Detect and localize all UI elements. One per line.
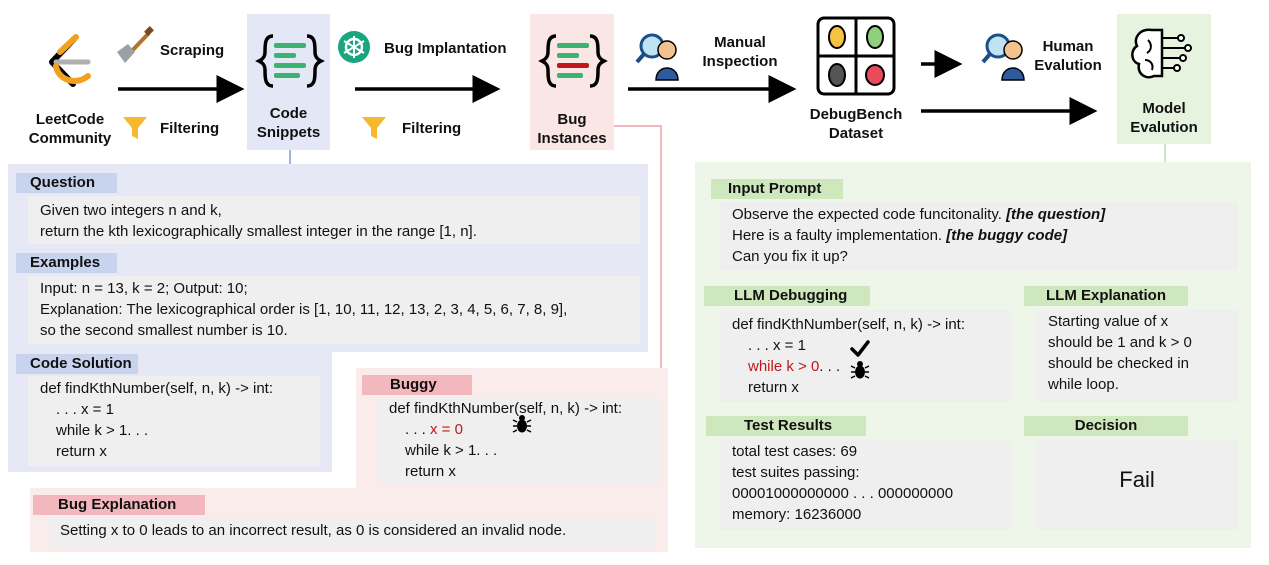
question-line: return the kth lexicographically smalles… — [40, 223, 477, 240]
explanation-line: while loop. — [1048, 376, 1119, 393]
manual-inspection-label: Manual Inspection — [702, 34, 778, 70]
code-solution-box: def findKthNumber(self, n, k) -> int: . … — [28, 376, 320, 466]
code-line: while k > 0. . . — [732, 356, 1000, 377]
examples-line: so the second smallest number is 10. — [40, 322, 288, 339]
buggy-statement: x = 0 — [430, 421, 463, 438]
bug-instances-label: Bug Instances — [537, 111, 607, 147]
code-line: . . . x = 0 — [389, 419, 648, 440]
decision-box: Fail — [1036, 440, 1238, 530]
model-eval-node-bg — [1117, 14, 1211, 144]
decision-header: Decision — [1024, 416, 1188, 436]
bug-explanation-box: Setting x to 0 leads to an incorrect res… — [50, 517, 655, 547]
leetcode-logo-icon — [49, 34, 91, 87]
examples-line: Input: n = 13, k = 2; Output: 10; — [40, 280, 248, 297]
code-line: return x — [56, 443, 107, 460]
test-result-line: total test cases: 69 — [732, 443, 858, 460]
bug-explanation-header: Bug Explanation — [33, 495, 205, 515]
code-line: while k > 1. . . — [56, 422, 149, 439]
test-result-line: memory: 16236000 — [732, 506, 862, 523]
decision-value: Fail — [1119, 467, 1155, 492]
filtering-label: Filtering — [160, 120, 220, 137]
prompt-line: Can you fix it up? — [732, 248, 848, 265]
dataset-icon — [816, 16, 896, 96]
explanation-line: should be 1 and k > 0 — [1048, 334, 1192, 351]
code-snippets-label: Code Snippets — [256, 105, 321, 141]
explanation-line: Starting value of x — [1048, 313, 1169, 330]
prompt-line: Observe the expected code funcitonality.… — [732, 204, 1226, 225]
bug-implantation-label: Bug Implantation — [384, 40, 507, 57]
code-line: while k > 1. . . — [405, 442, 498, 459]
filter-icon — [362, 117, 386, 139]
code-line: return x — [748, 379, 799, 396]
code-ellipsis: . . . — [405, 421, 431, 438]
explanation-line: should be checked in — [1048, 355, 1189, 372]
code-line: def findKthNumber(self, n, k) -> int: — [40, 380, 274, 397]
input-prompt-box: Observe the expected code funcitonality.… — [720, 202, 1238, 270]
test-results-box: total test cases: 69 test suites passing… — [720, 440, 1012, 530]
llm-debugging-box: def findKthNumber(self, n, k) -> int: . … — [720, 310, 1012, 402]
prompt-line: Here is a faulty implementation. [the bu… — [732, 225, 1226, 246]
leetcode-community-label: LeetCode Community — [28, 111, 112, 147]
examples-header: Examples — [16, 253, 117, 273]
examples-line: Explanation: The lexicographical order i… — [40, 301, 568, 318]
code-ellipsis: . . . — [819, 358, 841, 375]
shovel-icon — [117, 26, 154, 63]
bug-explanation-text: Setting x to 0 leads to an incorrect res… — [60, 522, 567, 539]
question-line: Given two integers n and k, — [40, 202, 222, 219]
model-evaluation-label: Model Evalution — [1130, 100, 1198, 136]
question-box: Given two integers n and k, return the k… — [28, 196, 640, 244]
bug-instance-icon — [538, 34, 608, 88]
code-snippet-icon — [255, 34, 325, 88]
filtering-label: Filtering — [402, 120, 462, 137]
human-evaluation-label: Human Evalution — [1034, 38, 1102, 74]
code-line: . . . x = 1 — [56, 401, 114, 418]
test-results-header: Test Results — [706, 416, 866, 436]
code-solution-header: Code Solution — [16, 354, 138, 374]
llm-debugging-header: LLM Debugging — [704, 286, 870, 306]
test-result-line: test suites passing: — [732, 464, 860, 481]
bug-icon — [512, 415, 532, 433]
human-evaluator-icon — [981, 33, 1025, 81]
bug-instances-node-bg — [530, 14, 614, 150]
code-line: def findKthNumber(self, n, k) -> int: — [732, 316, 966, 333]
prompt-placeholder: [the buggy code] — [946, 227, 1068, 244]
input-prompt-header: Input Prompt — [711, 179, 843, 199]
ai-brain-icon — [1131, 28, 1192, 79]
scraping-label: Scraping — [160, 42, 225, 59]
snippets-node-bg — [247, 14, 330, 150]
openai-logo-icon — [338, 31, 370, 63]
code-line: def findKthNumber(self, n, k) -> int: — [389, 400, 623, 417]
filter-icon — [123, 117, 147, 139]
code-line: . . . x = 1 — [748, 337, 806, 354]
inspector-icon — [635, 33, 679, 81]
checkmark-icon — [850, 340, 870, 357]
fixed-statement: while k > 0 — [748, 358, 820, 375]
llm-explanation-box: Starting value of x should be 1 and k > … — [1036, 310, 1238, 402]
prompt-placeholder: [the question] — [1006, 206, 1106, 223]
code-line: return x — [405, 463, 456, 480]
test-result-line: 00001000000000 . . . 000000000 — [732, 485, 954, 502]
buggy-code-box: def findKthNumber(self, n, k) -> int: . … — [377, 398, 660, 484]
question-header: Question — [16, 173, 117, 193]
llm-explanation-header: LLM Explanation — [1024, 286, 1188, 306]
prompt-text: Observe the expected code funcitonality. — [732, 206, 1007, 223]
debugbench-dataset-label: DebugBench Dataset — [809, 106, 903, 142]
examples-box: Input: n = 13, k = 2; Output: 10; Explan… — [28, 276, 640, 344]
prompt-text: Here is a faulty implementation. — [732, 227, 947, 244]
bug-icon — [850, 361, 870, 379]
